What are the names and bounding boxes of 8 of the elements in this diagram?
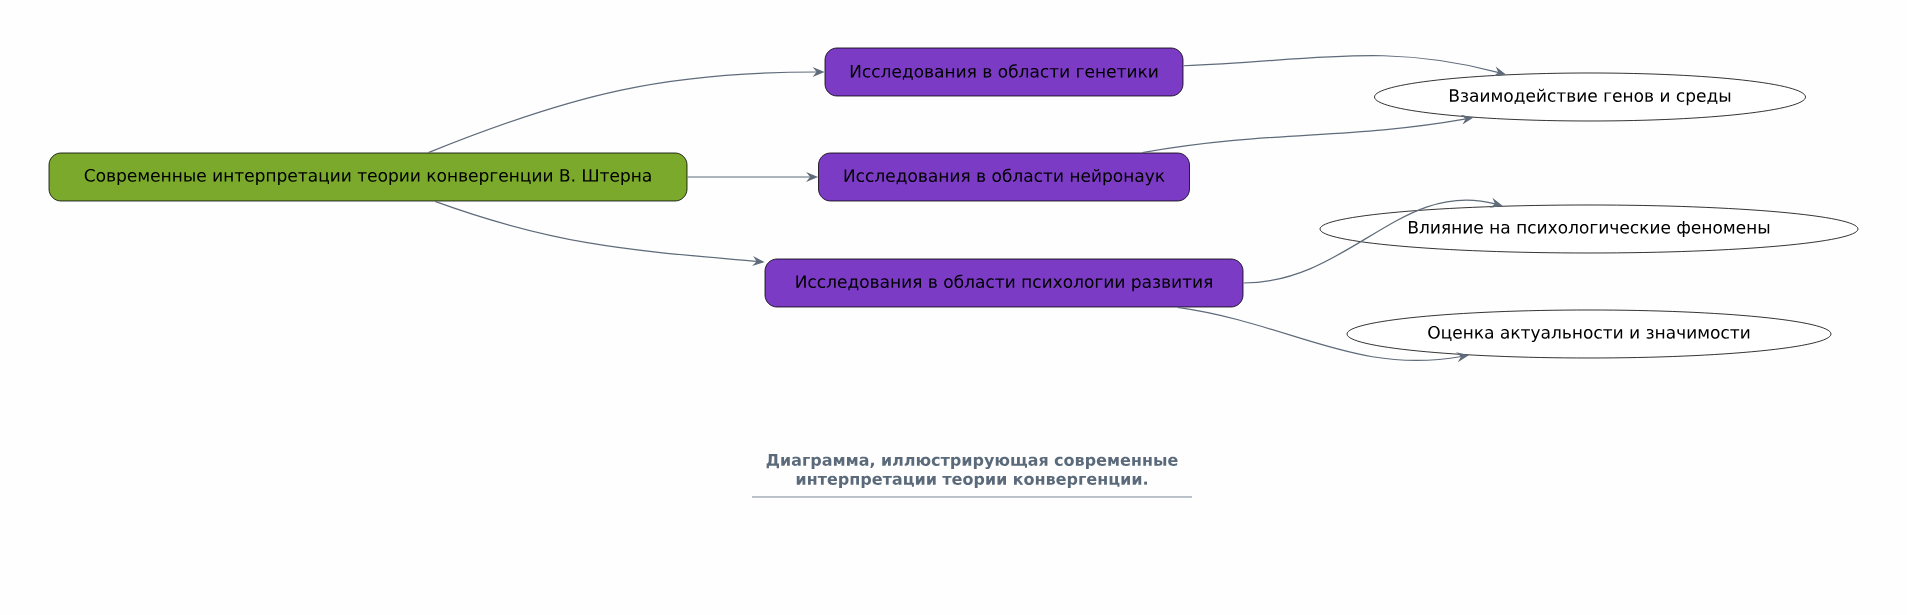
- topic-box: Исследования в области нейронаук: [818, 152, 1190, 202]
- ellipse-node: Оценка актуальности и значимости: [1346, 309, 1832, 359]
- ellipse-node: Взаимодействие генов и среды: [1374, 72, 1806, 122]
- topic-box: Исследования в области психологии развития: [764, 258, 1244, 308]
- topic-box: Исследования в области генетики: [824, 47, 1184, 97]
- root-box: Современные интерпретации теории конвергенции В. Штерна: [48, 152, 688, 202]
- caption: Диаграмма, иллюстрирующая современные интерпретации теории конвергенции.: [766, 454, 1178, 488]
- ellipse-node: Влияние на психологические феномены: [1319, 204, 1859, 254]
